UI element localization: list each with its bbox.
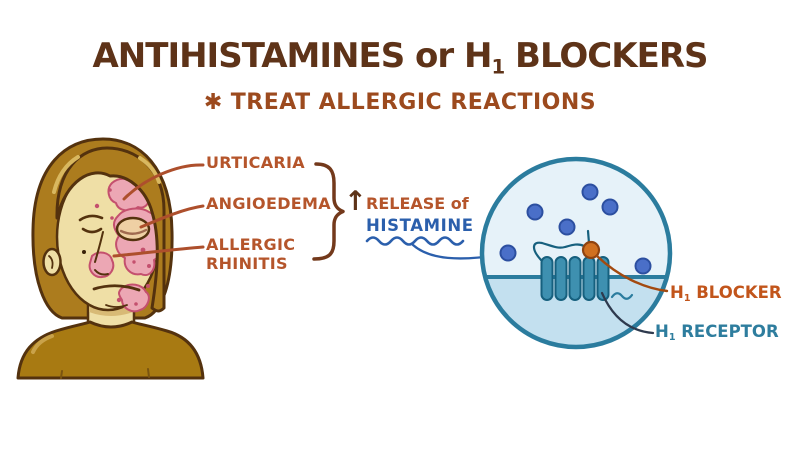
face-features xyxy=(78,214,151,308)
symptom-pointer-lines xyxy=(112,163,205,258)
histamine-molecule xyxy=(634,257,652,275)
label-h1-receptor: H1 RECEPTOR xyxy=(655,322,779,343)
label-angioedema: ANGIOEDEMA xyxy=(206,194,331,213)
nose-line xyxy=(94,231,104,263)
rash-dot xyxy=(146,284,150,288)
pointer-angioedema xyxy=(139,204,205,229)
label-allergic-rhinitis: ALLERGIC RHINITIS xyxy=(206,235,296,273)
blocker-leader-line xyxy=(595,254,669,293)
blocker-h: H xyxy=(670,283,684,302)
ear-inner xyxy=(48,255,54,269)
hair-fringe xyxy=(55,146,166,313)
receptor-leader-line xyxy=(600,291,655,335)
mouth-frown xyxy=(92,284,141,292)
receptor-tail-squiggle xyxy=(610,292,634,300)
receptor-capsule xyxy=(540,256,554,301)
page-subtitle: ✱ TREAT ALLERGIC REACTIONS xyxy=(0,90,800,115)
label-urticaria: URTICARIA xyxy=(206,153,305,172)
nostril xyxy=(94,269,109,276)
rash-dot xyxy=(116,297,122,303)
page-title: ANTIHISTAMINES or H1 BLOCKERS xyxy=(0,36,800,78)
rash-dot xyxy=(147,264,151,268)
histamine-wavy-underline xyxy=(365,236,465,246)
receptor-capsule xyxy=(568,256,582,301)
rash-dot xyxy=(132,260,136,264)
histamine-molecule xyxy=(499,244,517,262)
receptor-capsule xyxy=(554,256,568,301)
mole xyxy=(82,250,86,254)
histamine-molecule xyxy=(601,198,619,216)
pointer-allergic-rhinitis xyxy=(112,245,205,258)
histamine-molecules xyxy=(499,183,652,275)
receptor-chain-loop xyxy=(532,241,586,262)
receptor-chain-tick xyxy=(586,229,591,245)
histamine-molecule xyxy=(526,203,544,221)
label-histamine: HISTAMINE xyxy=(366,216,474,235)
shirt xyxy=(16,320,205,380)
hair-highlight xyxy=(52,155,80,194)
blocker-subscript: 1 xyxy=(683,293,691,305)
blocker-text: BLOCKER xyxy=(690,283,782,302)
left-eye-closed xyxy=(81,227,103,234)
curly-brace xyxy=(312,162,345,261)
rash-dot xyxy=(108,188,112,192)
rash-dot xyxy=(140,247,146,253)
swollen-eye-crease xyxy=(119,228,148,235)
asterisk-icon: ✱ xyxy=(203,90,223,115)
rash-dot xyxy=(94,203,100,209)
receptor-text: RECEPTOR xyxy=(675,322,779,341)
label-h1-blocker: H1 BLOCKER xyxy=(670,283,782,304)
title-post: BLOCKERS xyxy=(504,36,708,76)
chin-crease xyxy=(105,304,128,308)
hair-highlight xyxy=(138,156,161,184)
receptor-capsule xyxy=(582,256,596,301)
rash-dot xyxy=(110,216,114,220)
cell-outline xyxy=(479,156,673,350)
swollen-eye xyxy=(115,216,151,242)
histamine-molecule xyxy=(558,218,576,236)
shirt-highlight xyxy=(31,334,54,354)
label-release-of: RELEASE of xyxy=(366,194,469,213)
receptor-h: H xyxy=(655,322,669,341)
h1-blocker-molecule xyxy=(581,240,601,260)
title-pre: ANTIHISTAMINES or H xyxy=(92,36,492,76)
shirt-crease xyxy=(60,368,150,379)
cell-illustration xyxy=(479,156,673,350)
title-subscript: 1 xyxy=(491,55,505,79)
person-illustration xyxy=(16,137,205,380)
pointer-urticaria xyxy=(122,163,205,201)
receptor-subscript: 1 xyxy=(668,332,676,344)
increase-arrow-icon: ↑ xyxy=(344,186,367,217)
subtitle-text: TREAT ALLERGIC REACTIONS xyxy=(230,90,597,115)
left-eyebrow xyxy=(78,214,104,222)
rash-dot xyxy=(134,302,138,306)
h1-receptor-shape xyxy=(532,229,634,301)
histamine-molecule xyxy=(581,183,599,201)
receptor-capsule xyxy=(596,256,610,301)
